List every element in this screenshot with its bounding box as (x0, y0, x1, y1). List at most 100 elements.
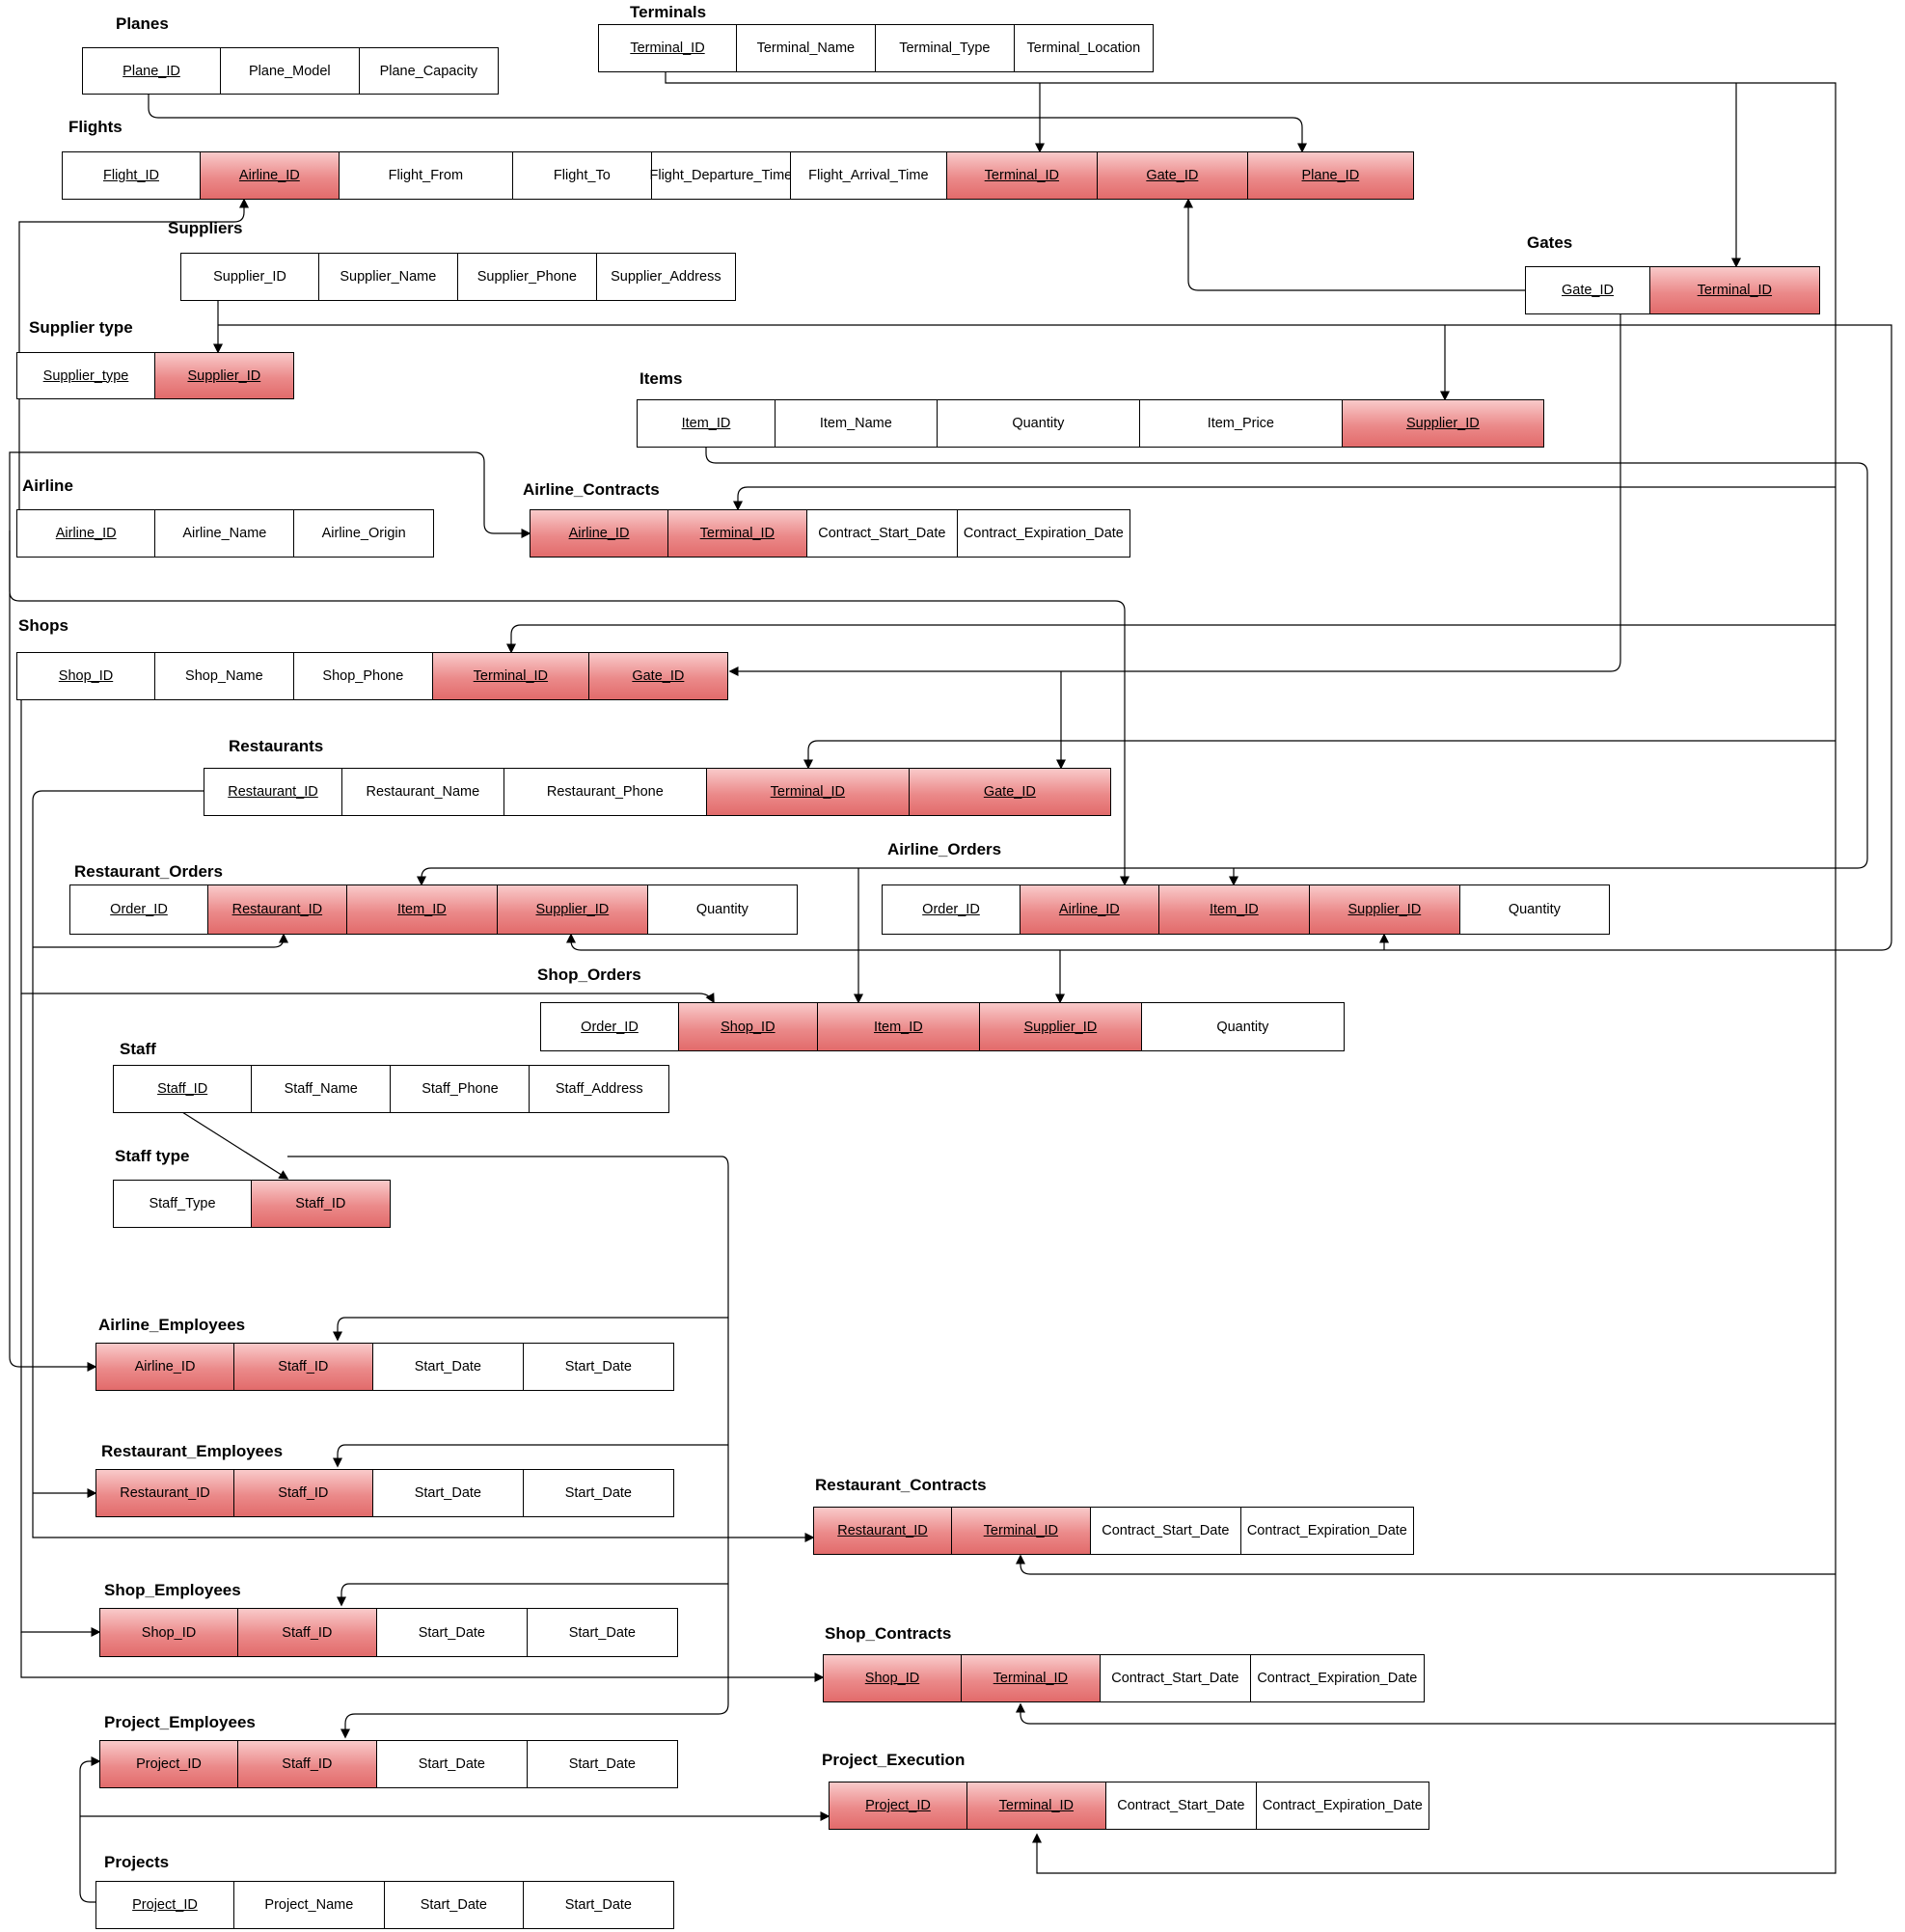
shops-shop-name-label: Shop_Name (185, 668, 263, 684)
flights-flight-to-cell: Flight_To (511, 151, 652, 200)
connector-shops-shop-contracts (20, 1632, 825, 1682)
shops-shop-phone-cell: Shop_Phone (292, 652, 433, 700)
airline-contracts-contract-start-date-cell: Contract_Start_Date (805, 509, 958, 558)
shop-orders-quantity-label: Quantity (1216, 1019, 1269, 1035)
airline-airline-id-cell: Airline_ID (16, 509, 156, 558)
connector-terminals-main (665, 72, 1837, 1874)
airline-orders-quantity-cell: Quantity (1458, 884, 1610, 935)
restaurant-employees-title: Restaurant_Employees (101, 1442, 284, 1460)
airline-orders-airline-id-cell: Airline_ID (1019, 884, 1159, 935)
connector-airline-flights (18, 198, 249, 531)
restaurant-employees-start-date-cell: Start_Date (371, 1469, 524, 1517)
project-employees-project-id-label: Project_ID (136, 1756, 202, 1772)
flights-flight-from-label: Flight_From (388, 168, 464, 183)
connector-projects-project-employees (79, 1756, 101, 1903)
restaurants-restaurant-name-cell: Restaurant_Name (340, 768, 504, 816)
restaurant-orders-quantity-cell: Quantity (646, 884, 798, 935)
restaurants-title: Restaurants (229, 737, 324, 755)
projects-start-date-cell: Start_Date (383, 1881, 524, 1929)
restaurant-employees-staff-id-cell: Staff_ID (232, 1469, 373, 1517)
shop-employees-start-date-cell: Start_Date (375, 1608, 528, 1657)
terminals-terminal-type-cell: Terminal_Type (874, 24, 1015, 72)
staff-staff-name-cell: Staff_Name (250, 1065, 392, 1113)
terminals-terminal-id-label: Terminal_ID (630, 41, 705, 56)
airline-contracts-airline-id-label: Airline_ID (568, 526, 630, 541)
shop-orders-item-id-label: Item_ID (873, 1019, 923, 1035)
shops-shop-phone-label: Shop_Phone (322, 668, 404, 684)
project-employees-table: Project_ID Staff_ID Start_Date Start_Date (99, 1740, 678, 1788)
items-supplier-id-cell: Supplier_ID (1341, 399, 1544, 448)
terminals-title: Terminals (630, 3, 707, 21)
connector-restaurants-orders (32, 790, 815, 1542)
supplier-type-supplier-type-label: Supplier_type (42, 367, 129, 384)
airline-contracts-title: Airline_Contracts (523, 480, 660, 499)
connector-staff-staff-type (181, 1111, 289, 1180)
shops-shop-id-label: Shop_ID (58, 668, 114, 684)
restaurant-contracts-contract-expiration-date-label: Contract_Expiration_Date (1246, 1523, 1407, 1538)
terminals-terminal-location-label: Terminal_Location (1026, 41, 1141, 56)
supplier-type-supplier-id-cell: Supplier_ID (153, 352, 294, 399)
staff-type-staff-id-cell: Staff_ID (250, 1180, 391, 1228)
project-employees-staff-id-label: Staff_ID (282, 1756, 333, 1772)
restaurant-employees-start-date-cell: Start_Date (522, 1469, 674, 1517)
planes-plane-model-cell: Plane_Model (219, 47, 360, 95)
suppliers-title: Suppliers (168, 219, 243, 237)
connector-shops-shop-orders (20, 700, 715, 1004)
restaurant-contracts-terminal-id-cell: Terminal_ID (950, 1507, 1091, 1555)
items-item-name-cell: Item_Name (774, 399, 938, 448)
restaurant-orders-item-id-label: Item_ID (396, 902, 447, 917)
connector-terminals-restaurant-contracts (1016, 1554, 1836, 1575)
restaurant-contracts-contract-start-date-label: Contract_Start_Date (1102, 1523, 1230, 1538)
planes-plane-model-label: Plane_Model (249, 63, 331, 79)
items-item-price-label: Item_Price (1207, 416, 1274, 431)
airline-orders-title: Airline_Orders (887, 840, 1002, 858)
shop-orders-quantity-cell: Quantity (1140, 1002, 1345, 1051)
restaurants-restaurant-id-cell: Restaurant_ID (204, 768, 342, 816)
project-employees-start-date-label: Start_Date (568, 1756, 637, 1772)
flights-terminal-id-cell: Terminal_ID (945, 151, 1098, 200)
flights-plane-id-cell: Plane_ID (1246, 151, 1414, 200)
staff-staff-address-cell: Staff_Address (529, 1065, 669, 1113)
staff-staff-name-label: Staff_Name (284, 1081, 358, 1097)
suppliers-supplier-id-label: Supplier_ID (213, 269, 286, 285)
flights-flight-arrival-time-label: Flight_Arrival_Time (808, 168, 929, 183)
airline-airline-origin-label: Airline_Origin (321, 526, 406, 541)
flights-gate-id-label: Gate_ID (1146, 168, 1199, 183)
projects-project-name-cell: Project_Name (232, 1881, 385, 1929)
project-execution-project-id-label: Project_ID (865, 1798, 931, 1813)
staff-staff-id-cell: Staff_ID (113, 1065, 253, 1113)
shop-orders-shop-id-cell: Shop_ID (677, 1002, 818, 1051)
gates-gate-id-cell: Gate_ID (1525, 266, 1650, 314)
restaurant-contracts-terminal-id-label: Terminal_ID (983, 1523, 1059, 1538)
connector-terminals-restaurants (803, 740, 1836, 770)
airline-employees-title: Airline_Employees (98, 1316, 246, 1334)
connector-gates-shops (728, 314, 1621, 676)
terminals-terminal-type-label: Terminal_Type (899, 41, 991, 56)
shop-contracts-title: Shop_Contracts (825, 1624, 952, 1643)
shop-orders-order-id-label: Order_ID (581, 1019, 639, 1035)
flights-flight-to-label: Flight_To (553, 168, 611, 183)
flights-flight-from-cell: Flight_From (338, 151, 513, 200)
restaurant-contracts-contract-start-date-cell: Contract_Start_Date (1089, 1507, 1241, 1555)
projects-project-name-label: Project_Name (264, 1897, 354, 1913)
supplier-type-supplier-type-cell: Supplier_type (16, 352, 155, 399)
project-employees-start-date-cell: Start_Date (375, 1740, 528, 1788)
connector-staff-airline-employees (333, 1317, 728, 1342)
restaurant-contracts-contract-expiration-date-cell: Contract_Expiration_Date (1239, 1507, 1414, 1555)
flights-airline-id-cell: Airline_ID (199, 151, 340, 200)
projects-title: Projects (104, 1853, 170, 1871)
staff-title: Staff (120, 1040, 156, 1058)
shop-employees-start-date-label: Start_Date (568, 1624, 637, 1641)
shop-contracts-contract-expiration-date-cell: Contract_Expiration_Date (1249, 1654, 1425, 1702)
flights-flight-departure-time-label: Flight_Departure_Time (649, 168, 793, 183)
airline-orders-supplier-id-cell: Supplier_ID (1308, 884, 1460, 935)
restaurant-orders-supplier-id-cell: Supplier_ID (496, 884, 648, 935)
suppliers-supplier-phone-cell: Supplier_Phone (456, 253, 597, 301)
suppliers-supplier-name-label: Supplier_Name (340, 269, 437, 285)
